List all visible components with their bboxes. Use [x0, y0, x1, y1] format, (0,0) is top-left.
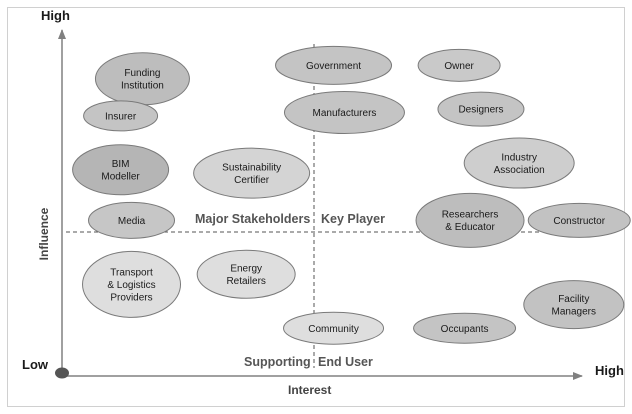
quadrant-label-key-player: Key Player [321, 212, 385, 226]
stakeholder-bubble [437, 91, 525, 127]
x-axis-low-label: Low [22, 357, 48, 372]
stakeholder-label: Retailers [226, 276, 265, 287]
axes [55, 29, 583, 380]
stakeholder-bubble [196, 249, 296, 299]
stakeholder-bubble [417, 48, 501, 82]
stakeholder-label: Transport [110, 267, 153, 278]
stakeholder-label: Sustainability [222, 163, 281, 174]
quadrant-label-end-user: End User [318, 355, 373, 369]
stakeholder-bubble [193, 147, 311, 199]
stakeholder-manufacturers: Manufacturers [283, 91, 405, 135]
stakeholder-bubble [82, 250, 182, 318]
y-axis-title: Influence [37, 207, 51, 261]
diagram-frame [7, 7, 625, 407]
stakeholder-label: Funding [124, 68, 160, 79]
stakeholder-label: Facility [558, 294, 589, 305]
stakeholder-label: Occupants [441, 324, 489, 335]
stakeholder-bubble [275, 45, 393, 85]
stakeholder-label: Energy [230, 264, 262, 275]
stakeholder-owner: Owner [417, 48, 501, 82]
quadrant-label-major-stakeholders: Major Stakeholders [195, 212, 311, 226]
stakeholder-label: Constructor [553, 216, 605, 227]
stakeholder-bubble [463, 137, 575, 189]
stakeholder-bubble [527, 202, 631, 238]
stakeholder-label: Managers [552, 306, 596, 317]
stakeholder-bubble [413, 312, 517, 344]
stakeholder-bubble [83, 100, 159, 132]
quadrant-label-supporting: Supporting [244, 355, 311, 369]
stakeholder-bubble [283, 91, 405, 135]
stakeholder-label: BIM [112, 159, 130, 170]
stakeholder-bim-modeller: BIM Modeller [72, 144, 170, 196]
stakeholder-bubble [283, 311, 385, 345]
y-axis-high-label: High [41, 8, 70, 23]
stakeholder-label: Certifier [234, 175, 270, 186]
stakeholder-bubble [88, 201, 176, 239]
stakeholder-label: Institution [121, 81, 164, 92]
origin-dot [55, 367, 69, 379]
stakeholder-label: Owner [444, 61, 474, 72]
stakeholder-community: Community [283, 311, 385, 345]
stakeholder-bubble [415, 192, 525, 248]
stakeholder-designers: Designers [437, 91, 525, 127]
stakeholder-label: Researchers [442, 210, 499, 221]
stakeholder-bubble [523, 280, 625, 330]
stakeholder-occupants: Occupants [413, 312, 517, 344]
stakeholder-media: Media [88, 201, 176, 239]
stakeholder-label: & Logistics [107, 280, 155, 291]
stakeholder-label: Providers [110, 292, 152, 303]
stakeholder-label: Association [494, 165, 545, 176]
stakeholder-researchers-educator: Researchers& Educator [415, 192, 525, 248]
stakeholder-label: Insurer [105, 111, 137, 122]
stakeholder-label: & Educator [445, 222, 495, 233]
stakeholder-label: Manufacturers [312, 108, 376, 119]
stakeholder-label: Industry [501, 152, 537, 163]
stakeholder-bubble [72, 144, 170, 196]
stakeholder-label: Community [308, 324, 359, 335]
stakeholder-label: Government [306, 61, 361, 72]
stakeholder-constructor: Constructor [527, 202, 631, 238]
x-axis-high-label: High [595, 363, 624, 378]
stakeholder-label: Modeller [101, 172, 140, 183]
stakeholder-label: Media [118, 216, 146, 227]
stakeholder-government: Government [275, 45, 393, 85]
stakeholder-label: Designers [458, 105, 503, 116]
stakeholder-insurer: Insurer [83, 100, 159, 132]
x-axis-title: Interest [288, 383, 332, 397]
